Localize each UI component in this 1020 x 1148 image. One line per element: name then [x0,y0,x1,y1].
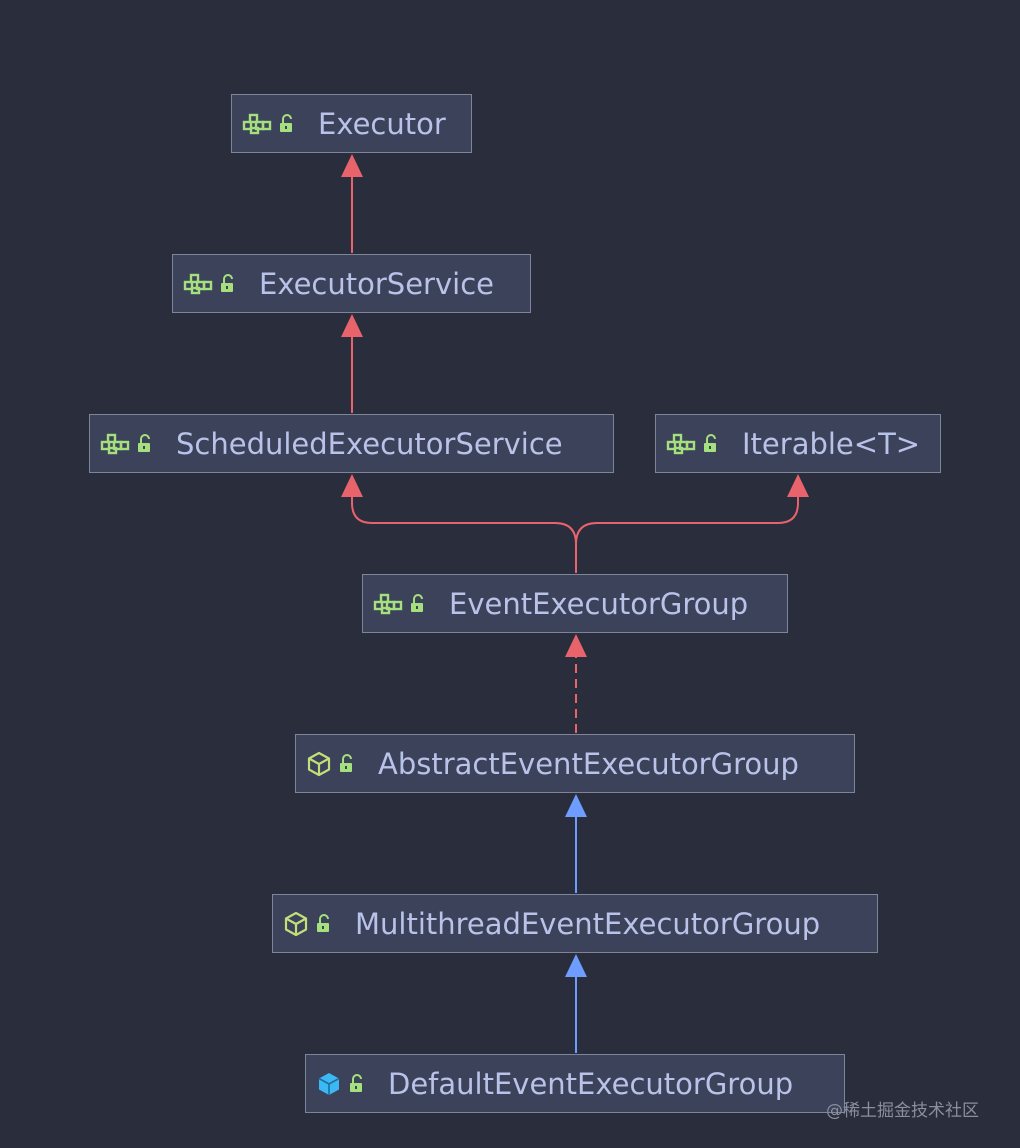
node-default-event-executor-group[interactable]: DefaultEventExecutorGroup [305,1054,845,1113]
interface-icon [242,113,272,135]
watermark: @稀土掘金技术社区 [826,1101,979,1121]
arrowhead-iterable [787,474,809,497]
lock-open-icon [278,113,296,134]
edges [341,154,809,1053]
node-event-executor-group[interactable]: EventExecutorGroup [362,574,788,633]
arrowhead-executorservice [341,314,363,337]
edge-eventexecutorgroup-to-iterable [575,496,799,545]
node-label: Executor [318,106,446,141]
node-label: MultithreadEventExecutorGroup [355,906,821,941]
edge-eventexecutorgroup-to-scheduled [351,496,577,573]
node-label: AbstractEventExecutorGroup [378,746,799,781]
arrowhead-executor [341,154,363,177]
node-abstract-event-executor-group[interactable]: AbstractEventExecutorGroup [295,734,855,793]
node-executor[interactable]: Executor [231,94,472,153]
arrowhead-multithread [565,954,587,977]
lock-open-icon [409,593,427,614]
node-label: EventExecutorGroup [449,586,749,621]
interface-icon [373,593,403,615]
class-icon [316,1071,342,1097]
arrowhead-abstract [565,794,587,817]
lock-open-icon [702,433,720,454]
interface-icon [100,433,130,455]
node-multithread-event-executor-group[interactable]: MultithreadEventExecutorGroup [272,894,878,953]
node-iterable[interactable]: Iterable<T> [655,414,941,473]
node-label: DefaultEventExecutorGroup [388,1066,794,1101]
abstract-class-icon [306,751,332,777]
arrowhead-eventexecutorgroup [565,634,587,657]
lock-open-icon [136,433,154,454]
lock-open-icon [338,753,356,774]
node-executor-service[interactable]: ExecutorService [172,254,531,313]
node-label: Iterable<T> [742,426,921,461]
node-scheduled-executor-service[interactable]: ScheduledExecutorService [89,414,614,473]
node-label: ExecutorService [259,266,494,301]
interface-icon [666,433,696,455]
interface-icon [183,273,213,295]
lock-open-icon [219,273,237,294]
node-label: ScheduledExecutorService [176,426,563,461]
abstract-class-icon [283,911,309,937]
arrowhead-scheduled [341,474,363,497]
lock-open-icon [348,1073,366,1094]
lock-open-icon [315,913,333,934]
